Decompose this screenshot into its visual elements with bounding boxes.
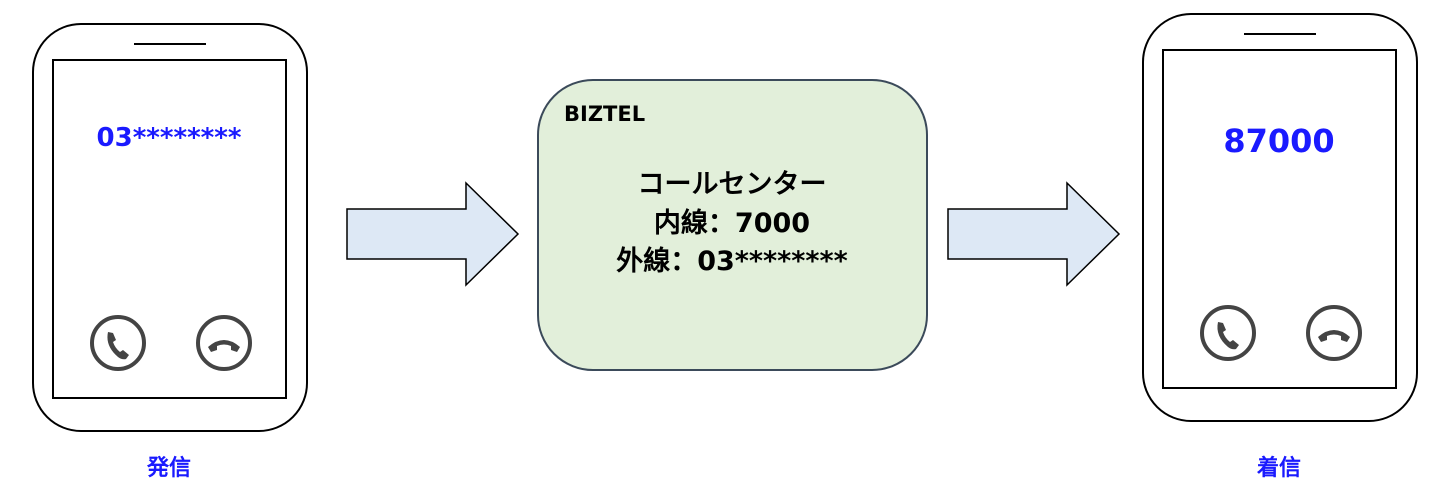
biztel-line-external: 外線：03******** [616, 245, 848, 277]
biztel-line-extension: 内線：7000 [654, 207, 810, 239]
biztel-box: BIZTEL コールセンター 内線：7000 外線：03******** [537, 79, 928, 371]
arrow-right-2 [947, 181, 1121, 287]
sender-display-number: 03******** [97, 123, 242, 153]
receiver-caption: 着信 [1256, 455, 1301, 481]
answer-call-icon[interactable] [1200, 305, 1256, 361]
hang-up-icon[interactable] [1306, 305, 1362, 361]
sender-phone: 03******** [32, 23, 308, 432]
biztel-box-shape [537, 79, 928, 371]
biztel-title: BIZTEL [564, 102, 645, 126]
sender-caption: 発信 [146, 455, 191, 481]
answer-call-icon[interactable] [90, 315, 146, 371]
receiver-display-number: 87000 [1223, 122, 1334, 160]
receiver-phone: 87000 [1142, 13, 1418, 422]
hang-up-icon[interactable] [196, 315, 252, 371]
biztel-line-call-center: コールセンター [638, 169, 827, 200]
arrow-right-1 [346, 181, 520, 287]
